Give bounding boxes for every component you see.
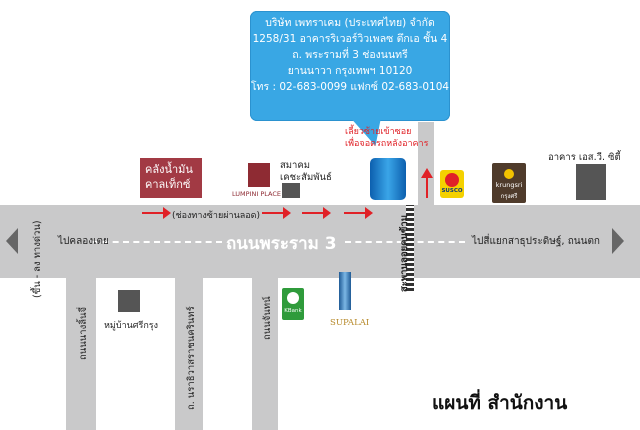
soi-road-north [418,122,434,206]
route-arrow-2 [262,207,291,219]
side-road-3 [252,278,278,430]
association-label: สมาคม เคชะสัมพันธ์ [280,160,332,183]
east-direction-label: ไปสี่แยกสาธุประดิษฐ์, ถนนตก [472,236,600,247]
susco-label: SUSCO [441,188,463,194]
address-line-2: ถ. พระรามที่ 3 ช่องนนทรี [292,49,408,61]
contact-line: โทร : 02-683-0099 แฟกซ์ 02-683-0104 [250,81,450,93]
lumpini-place-block [248,163,270,187]
route-arrow-1 [142,207,171,219]
side-road-2 [175,278,203,430]
map-title: แผนที่ สำนักงาน [432,392,568,414]
office-address-callout: บริษัท เพทราเคม (ประเทศไทย) จำกัด 1258/3… [250,11,450,121]
oil-depot-block [140,158,202,198]
kbank-label: KBank [284,308,302,314]
address-line-3: ยานนาวา กรุงเทพฯ 10120 [287,65,413,77]
krungsri-logo: krungsri กรุงศรี [492,163,526,203]
kbank-logo: KBank [282,288,304,320]
turn-note-2: เพื่อจอดรถหลังอาคาร [345,139,429,149]
center-dashed-line [92,241,222,243]
sv-city-label: อาคาร เอส.วี. ซิตี้ [548,152,621,163]
office-building-icon [370,158,406,200]
village-label: หมู่บ้านศรีกรุง [104,321,159,331]
turn-note-1: เลี้ยวซ้ายเข้าซอย [345,127,412,137]
turn-up-arrow [426,176,428,198]
association-block [282,183,300,198]
turn-up-arrowhead [421,168,433,178]
center-dashed-line-2 [345,241,465,243]
krungsri-label: krungsri [495,181,523,189]
supalai-tower [339,272,351,310]
west-end-arrow-icon [6,228,18,254]
supalai-label: SUPALAI [330,318,370,328]
pedestrian-bridge [406,205,414,291]
company-name: บริษัท เพทราเคม (ประเทศไทย) จำกัด [265,17,435,29]
oil-depot-label: คลังน้ำมัน คาลเท็กซ์ [145,163,193,191]
side-road-2-label: ถ. นราธิวาสราชนครินทร์ [186,306,197,410]
west-direction-label: ไปคลองเตย [58,236,109,247]
susco-logo: SUSCO [440,170,464,198]
krungsri-thai-label: กรุงศรี [500,193,518,200]
route-arrow-3 [302,207,331,219]
expressway-ramp-label: (ขึ้น - ลง ทางด่วน) [32,220,43,298]
side-road-3-label: ถนนจันทน์ [262,296,273,340]
sv-city-block [576,164,606,200]
main-road-name: ถนนพระราม 3 [226,234,337,254]
village-block [118,290,140,312]
address-line-1: 1258/31 อาคารริเวอร์วิวเพลซ ตึกเอ ชั้น 4 [252,33,448,45]
route-arrow-4 [344,207,373,219]
pedestrian-bridge-label: สะพานลอยคนข้าม [399,214,410,292]
side-road-1 [66,278,96,430]
side-road-1-label: ถนนนางลิ้นจี่ [78,306,89,360]
lane-note: (ช่องทางซ้ายผ่านลอด) [172,211,260,221]
east-end-arrow-icon [612,228,624,254]
lumpini-place-label: LUMPINI PLACE [232,190,282,198]
